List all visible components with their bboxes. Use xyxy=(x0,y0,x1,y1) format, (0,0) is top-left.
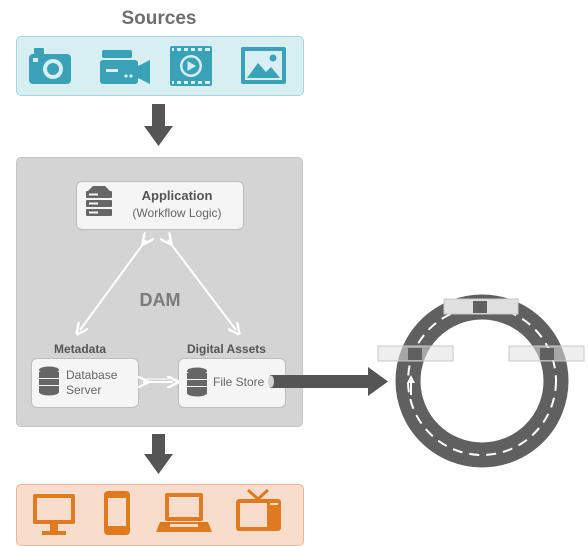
database-server-line1: Database xyxy=(66,368,118,382)
image-icon xyxy=(241,47,286,84)
database-server-text: Database Server xyxy=(66,368,132,398)
sources-title: Sources xyxy=(121,8,197,29)
application-card xyxy=(76,181,244,230)
file-store-database-icon xyxy=(187,367,207,397)
film-play-icon xyxy=(170,46,212,86)
application-title: Application xyxy=(141,188,213,203)
camera-icon xyxy=(29,48,71,84)
application-subtitle: (Workflow Logic) xyxy=(132,206,222,220)
database-icon xyxy=(39,366,59,396)
database-server-line2: Server xyxy=(66,383,102,397)
ring-road xyxy=(395,294,569,468)
down-arrow-bottom xyxy=(144,434,173,474)
laptop-icon xyxy=(156,493,212,532)
metadata-label: Metadata xyxy=(54,342,107,356)
app-to-metadata-arrow xyxy=(80,240,146,330)
file-store-to-road-arrow xyxy=(268,367,388,396)
road-marker-left xyxy=(377,345,454,362)
file-store-text: File Store xyxy=(213,375,265,389)
smartphone-icon xyxy=(104,491,130,535)
down-arrow-top xyxy=(144,104,173,146)
road-marker-right xyxy=(508,345,585,362)
app-to-assets-arrow xyxy=(168,240,236,330)
tv-icon xyxy=(236,488,281,531)
digital-assets-label: Digital Assets xyxy=(187,342,266,356)
video-camera-icon xyxy=(100,50,150,84)
metadata-assets-arrow xyxy=(143,379,173,382)
server-rack-icon xyxy=(86,186,112,216)
monitor-icon xyxy=(33,494,75,535)
road-marker-top xyxy=(443,298,519,315)
